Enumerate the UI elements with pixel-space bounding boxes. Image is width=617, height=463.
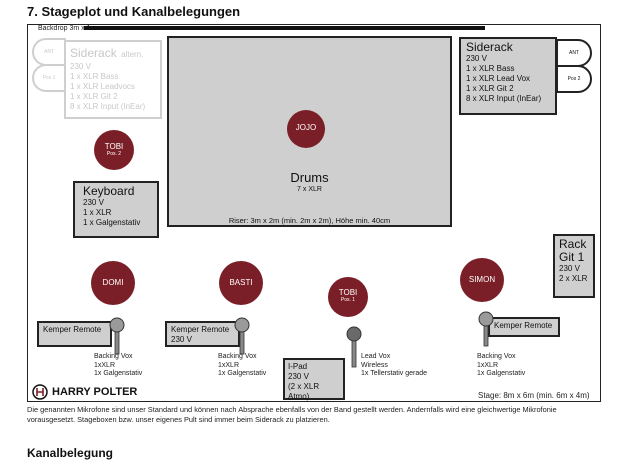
page-title: 7. Stageplot und Kanalbelegungen bbox=[27, 4, 241, 19]
microphone-icon bbox=[234, 317, 250, 355]
footer-note: Die genannten Mikrofone sind unser Stand… bbox=[27, 405, 557, 424]
kemper-remote-1: Kemper Remote bbox=[37, 321, 112, 347]
rack-git1: Rack Git 1 230 V 2 x XLR bbox=[553, 234, 595, 298]
siderack: Siderack 230 V 1 x XLR Bass 1 x XLR Lead… bbox=[459, 37, 557, 115]
ipad-box: I-Pad 230 V (2 x XLR Atmo) bbox=[283, 358, 345, 401]
logo-icon bbox=[32, 384, 48, 400]
backdrop-bar bbox=[84, 26, 485, 30]
backdrop-label: Backdrop 3m x 1m bbox=[38, 25, 97, 32]
position-domi: DOMI bbox=[91, 261, 135, 305]
siderack-ghost: Siderack altern. 230 V 1 x XLR Bass 1 x … bbox=[64, 40, 162, 119]
keyboard-box: Keyboard 230 V 1 x XLR 1 x Galgenstativ bbox=[73, 181, 159, 238]
stage-frame bbox=[27, 24, 601, 402]
microphone-icon bbox=[346, 326, 362, 368]
position-jojo: JOJO bbox=[287, 110, 325, 148]
kemper-remote-2: Kemper Remote 230 V bbox=[165, 321, 240, 347]
microphone-icon bbox=[478, 311, 494, 347]
siderack-ear-bottom: Pos 2 bbox=[556, 65, 592, 93]
position-simon: SIMON bbox=[460, 258, 504, 302]
section-heading: Kanalbelegung bbox=[27, 446, 114, 460]
microphone-icon bbox=[109, 317, 125, 355]
ghost-ear-top: ANT bbox=[32, 38, 66, 66]
drums-sub: 7 x XLR bbox=[297, 186, 322, 193]
stage-size: Stage: 8m x 6m (min. 6m x 4m) bbox=[478, 391, 590, 400]
position-basti: BASTI bbox=[219, 261, 263, 305]
siderack-ear-top: ANT bbox=[556, 39, 592, 67]
drums-title: Drums bbox=[290, 170, 329, 185]
ghost-ear-bottom: Pos 1 bbox=[32, 64, 66, 92]
kemper-remote-3: Kemper Remote bbox=[488, 317, 560, 337]
band-logo: HARRY POLTER bbox=[32, 384, 137, 400]
riser-note: Riser: 3m x 2m (min. 2m x 2m), Höhe min.… bbox=[228, 216, 391, 225]
